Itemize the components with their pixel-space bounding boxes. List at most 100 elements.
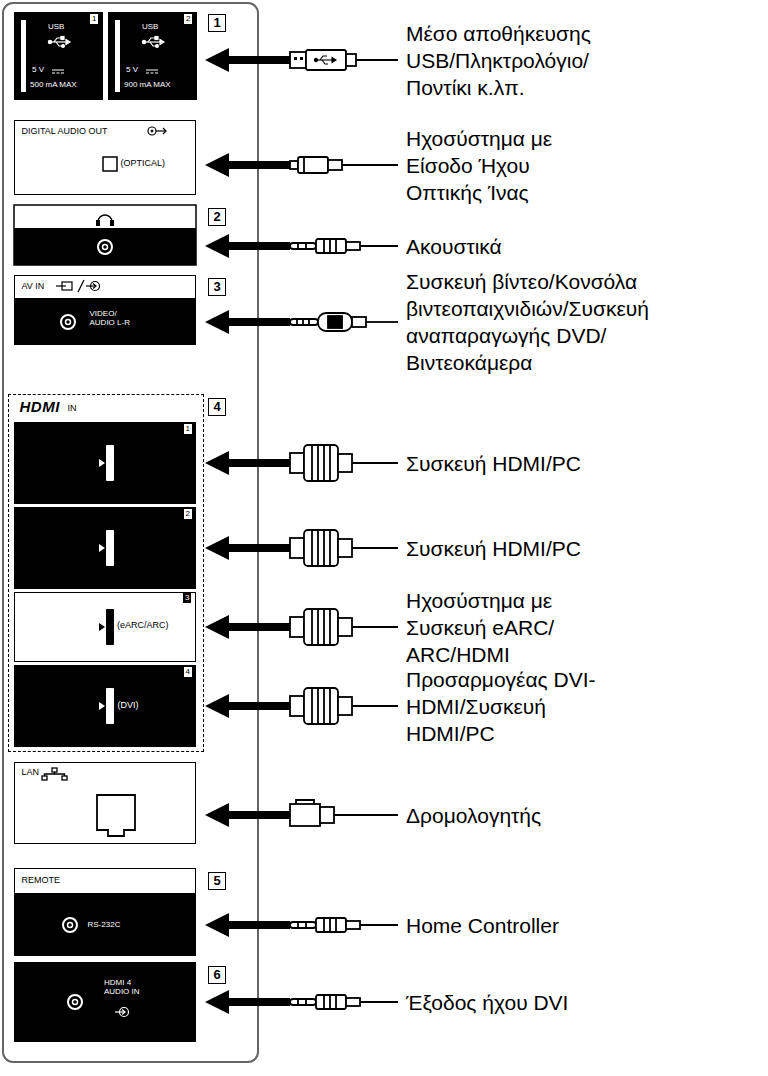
- hdmi-ports: [99, 445, 114, 481]
- cable-row: [205, 990, 290, 1014]
- port-label: (OPTICAL): [121, 158, 166, 168]
- optical-port: [151, 130, 153, 132]
- cable-row: [205, 153, 290, 177]
- device-label: Συσκευή HDMI/PC: [406, 450, 581, 477]
- hdmi-audio-in-port: [14, 962, 196, 1042]
- port-number: 2: [184, 14, 192, 24]
- av-in-port: [14, 280, 196, 345]
- headphone-port: [14, 205, 196, 265]
- hdmi-ports: [99, 530, 114, 566]
- cable-row: [205, 234, 290, 258]
- usb-port: [21, 20, 26, 92]
- headphone-port: [96, 220, 100, 226]
- cable-row: [290, 609, 398, 645]
- av-in-port: [61, 315, 75, 329]
- port-label: DIGITAL AUDIO OUT: [22, 126, 108, 136]
- port-label: IN: [68, 403, 77, 413]
- device-label: Συσκευή HDMI/PC: [406, 535, 581, 562]
- usb-port: USB25 V900 mA MAX: [108, 12, 197, 100]
- hdmi-audio-in-port: [14, 962, 196, 1042]
- port-number: 4: [184, 667, 192, 677]
- port-label: 5 V: [32, 65, 44, 74]
- hdmi-audio-in-port: [68, 995, 82, 1009]
- av-in-port: AV IN VIDEO/ AUDIO L-R: [14, 275, 196, 345]
- optical-port: [156, 130, 166, 131]
- optical-port: [148, 127, 156, 135]
- hdmi-ports: [14, 665, 196, 747]
- cable-row: [205, 694, 290, 718]
- av-in-port: [56, 285, 66, 286]
- port-label: 5 V: [126, 65, 138, 74]
- port-label: 900 mA MAX: [124, 80, 171, 89]
- cable-row: [290, 800, 398, 826]
- hdmi-in-group: HDMI IN 1 2 3 (eARC/ARC) 4 (DVI): [8, 394, 204, 752]
- headphone-port: [98, 240, 112, 254]
- optical-out-port: DIGITAL AUDIO OUT (OPTICAL): [14, 120, 196, 195]
- remote-port: [63, 918, 77, 932]
- cable-row: [205, 615, 290, 639]
- port-label: (DVI): [118, 700, 139, 710]
- usb-port: [115, 20, 120, 92]
- headphone-port: [14, 205, 196, 265]
- cable-row: [205, 803, 290, 827]
- usb-port: [108, 12, 197, 100]
- port-label: REMOTE: [22, 875, 61, 885]
- hdmi-port: 1: [14, 422, 196, 504]
- port-number: 3: [183, 593, 191, 603]
- av-in-port: [78, 280, 84, 292]
- port-label: VIDEO/ AUDIO L-R: [90, 309, 138, 327]
- cable-row: [205, 536, 290, 560]
- hdmi-audio-in-port: [115, 1008, 129, 1017]
- lan-port: [97, 795, 135, 836]
- callout-number: 2: [208, 208, 226, 226]
- headphone-port: [14, 228, 196, 265]
- device-label: Έξοδος ήχου DVI: [406, 989, 568, 1016]
- hdmi-ports: [14, 422, 196, 504]
- cable-row: [290, 688, 398, 724]
- usb-port: [14, 12, 103, 100]
- remote-port: [14, 893, 196, 956]
- lan-port: LAN: [14, 762, 196, 844]
- port-label: (eARC/ARC): [117, 620, 169, 630]
- cable-row: [205, 451, 290, 475]
- hdmi-port: 4 (DVI): [14, 665, 196, 747]
- port-label: RS-232C: [88, 920, 121, 929]
- hdmi-ports: [14, 507, 196, 589]
- device-label: Ακουστικά: [406, 233, 502, 260]
- callout-number: 6: [208, 966, 226, 984]
- cable-row: [290, 239, 398, 253]
- cable-row: [205, 913, 290, 937]
- port-number: 1: [90, 14, 98, 24]
- port-label: LAN: [22, 767, 40, 777]
- cable-row: [290, 313, 398, 331]
- port-number: 2: [184, 509, 192, 519]
- hdmi-port: 2: [14, 507, 196, 589]
- callout-number: 1: [208, 14, 226, 32]
- device-label: Home Controller: [406, 912, 559, 939]
- lan-port: [42, 768, 135, 836]
- av-in-port: [14, 298, 196, 345]
- usb-port: [52, 70, 64, 73]
- port-label: HDMI 4 AUDIO IN: [104, 978, 150, 996]
- cable-row: [290, 157, 398, 173]
- cable-row: [205, 48, 398, 1014]
- remote-port: REMOTE RS-232C: [14, 868, 196, 956]
- device-label: Συσκευή βίντεο/Κονσόλα βιντεοπαιχνιδιών/…: [406, 268, 706, 376]
- callout-number: 4: [208, 398, 226, 416]
- hdmi-audio-in-port: HDMI 4 AUDIO IN: [14, 962, 196, 1042]
- device-label: Μέσο αποθήκευσης USB/Πληκτρολόγιο/ Ποντί…: [406, 20, 616, 101]
- port-label: AV IN: [22, 281, 45, 291]
- cable-row: [290, 50, 398, 70]
- usb-port: [14, 12, 197, 100]
- port-label: 500 mA MAX: [30, 80, 77, 89]
- hdmi-logo: HDMI: [20, 398, 60, 415]
- hdmi-ports: [14, 422, 196, 747]
- cable-row: [205, 48, 290, 72]
- remote-port: [14, 893, 196, 956]
- hdmi-ports: [99, 688, 114, 724]
- usb-port: [142, 37, 164, 48]
- port-label: USB: [48, 22, 64, 31]
- usb-port: [146, 70, 158, 73]
- device-label: Ηχοσύστημα με Συσκευή eARC/ ARC/HDMI: [406, 587, 584, 668]
